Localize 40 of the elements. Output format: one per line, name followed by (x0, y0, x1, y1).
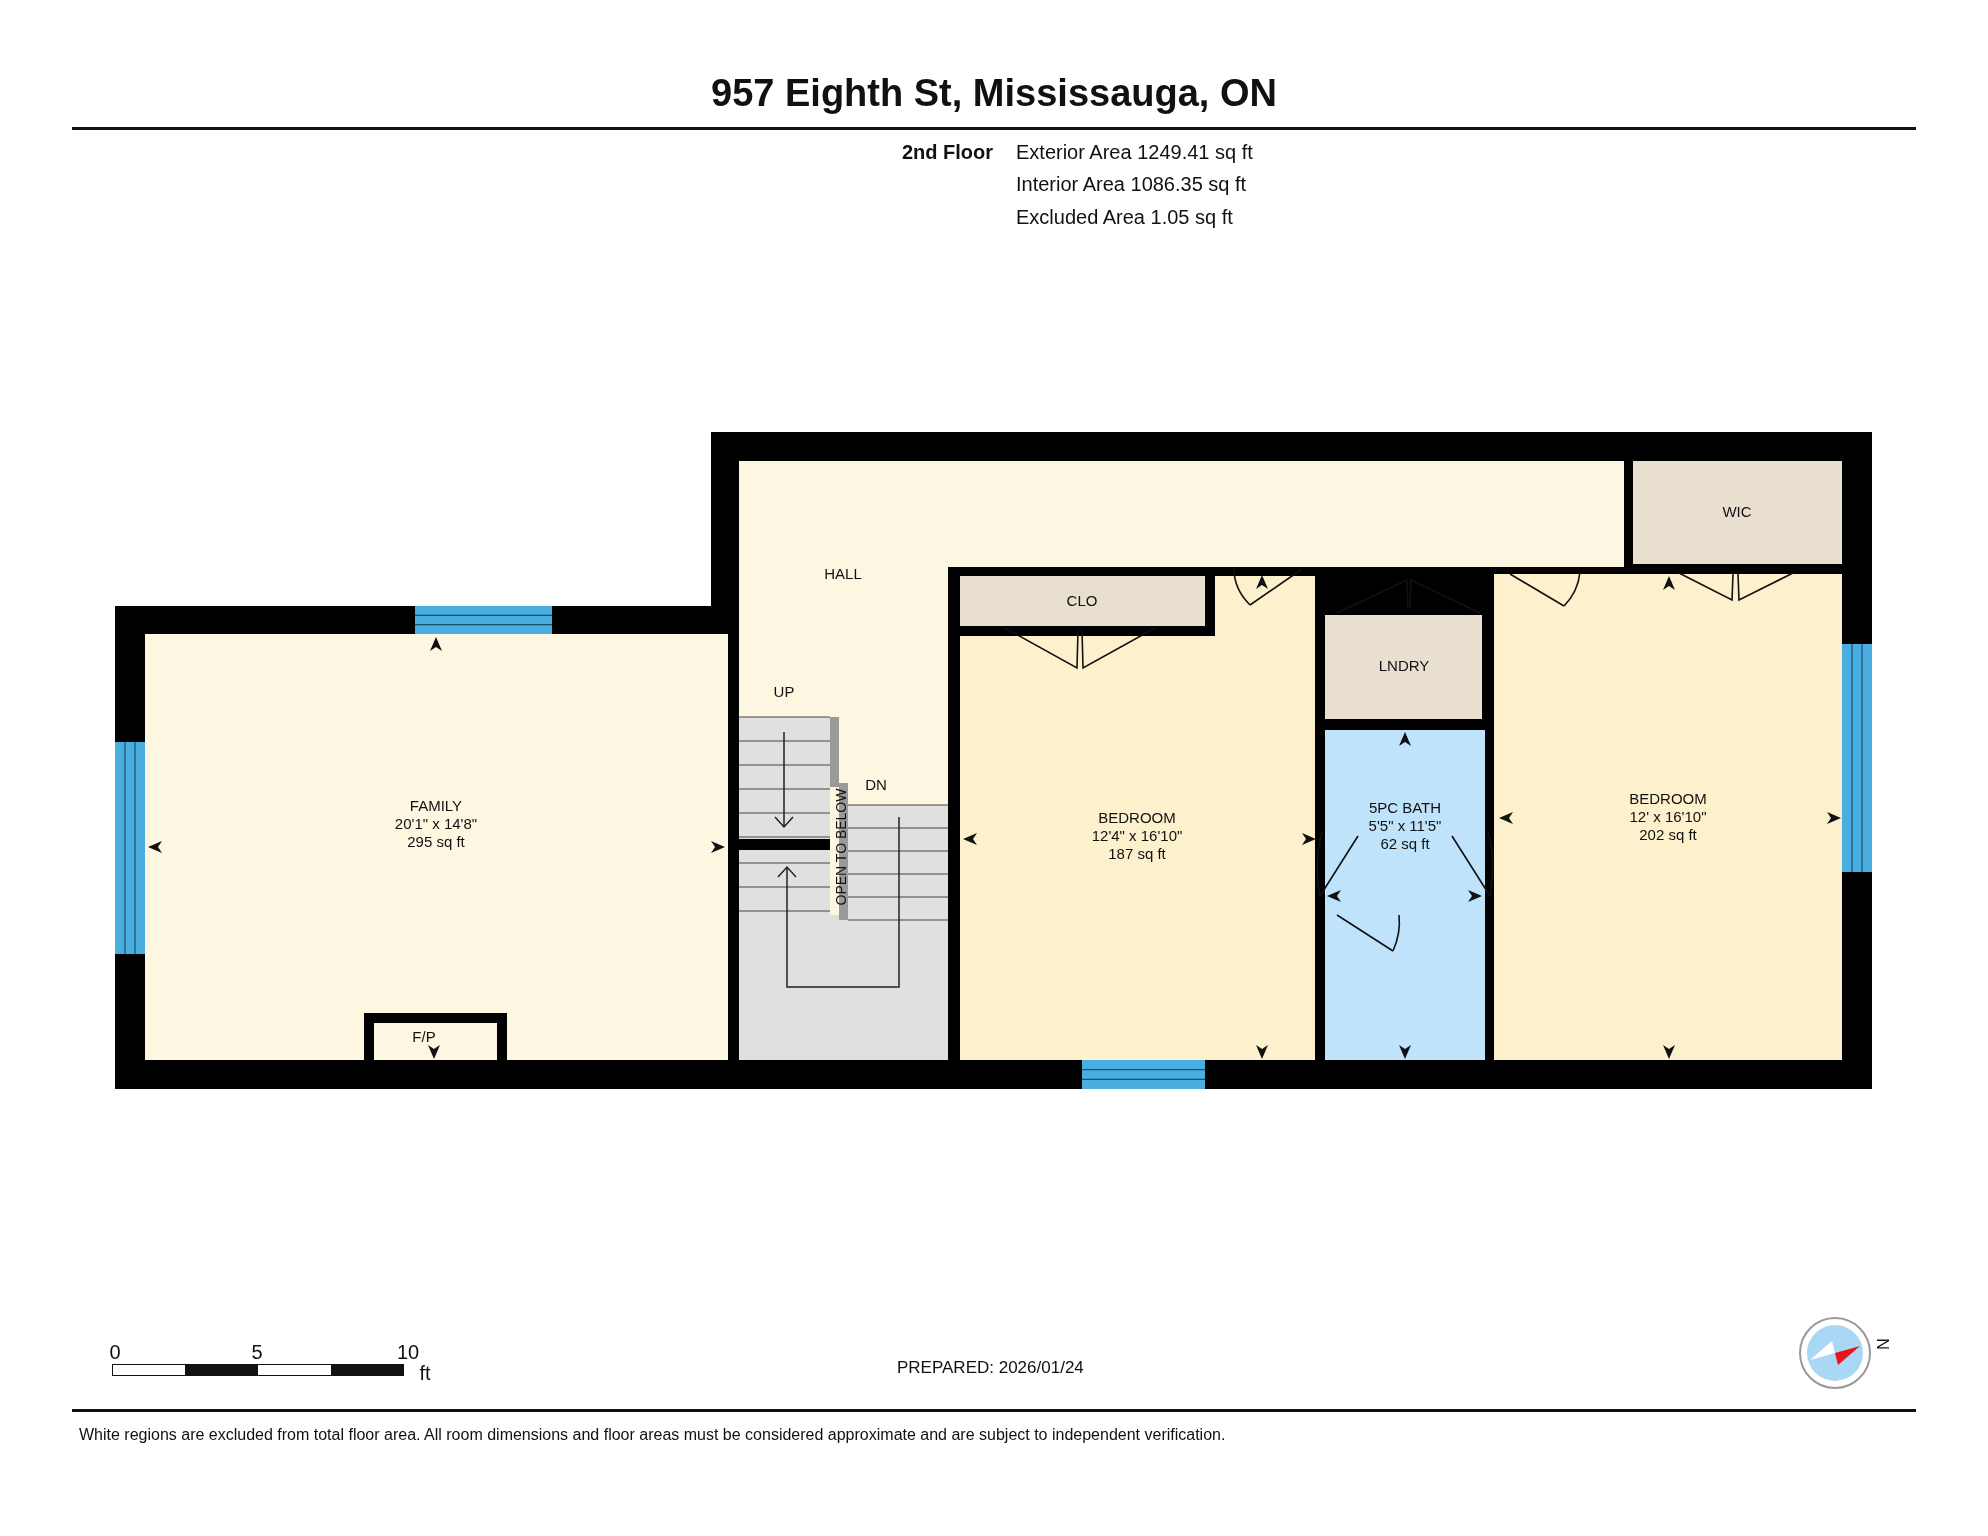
room-floor (1325, 730, 1485, 1060)
area-text: Interior Area 1086.35 sq ft (1016, 172, 1247, 196)
room-name: BEDROOM (1629, 790, 1707, 808)
scale-number: 5 (251, 1340, 263, 1364)
room-floor (960, 576, 1315, 1060)
scale-number: 0 (109, 1340, 121, 1364)
stair-label: DN (865, 776, 887, 794)
room-area: 62 sq ft (1380, 835, 1430, 853)
room-dimensions: 20'1" x 14'8" (394, 815, 478, 833)
room-floor (1633, 461, 1842, 564)
floor-name: 2nd Floor (901, 140, 993, 164)
room-name: LNDRY (1378, 657, 1430, 675)
room-area: 202 sq ft (1639, 826, 1697, 844)
north-label: N (1872, 1338, 1892, 1350)
room-floor (960, 576, 1215, 636)
room-area: 187 sq ft (1108, 845, 1166, 863)
room-name: 5PC BATH (1368, 799, 1442, 817)
room-name: HALL (824, 565, 862, 583)
scale-unit: ft (419, 1361, 431, 1385)
stair-label: OPEN TO BELOW (832, 788, 850, 906)
room-name: WIC (1722, 503, 1752, 521)
title: 957 Eighth St, Mississauga, ON (710, 71, 1278, 116)
room-floor (145, 634, 728, 1060)
room-floor (364, 1013, 507, 1060)
room-dimensions: 12'4" x 16'10" (1091, 827, 1183, 845)
room-floor (1494, 574, 1842, 1060)
room-dimensions: 5'5" x 11'5" (1368, 817, 1442, 835)
prepared-date: PREPARED: 2026/01/24 (897, 1358, 1084, 1379)
room-name: F/P (412, 1028, 436, 1046)
room-floor (1325, 615, 1482, 719)
area-text: Exterior Area 1249.41 sq ft (1016, 140, 1253, 164)
area-text: Excluded Area 1.05 sq ft (1016, 205, 1233, 229)
room-name: FAMILY (409, 797, 463, 815)
stair-label: UP (773, 683, 795, 701)
room-name: CLO (1066, 592, 1098, 610)
room-area: 295 sq ft (407, 833, 465, 851)
room-name: BEDROOM (1098, 809, 1176, 827)
room-dimensions: 12' x 16'10" (1629, 808, 1707, 826)
disclaimer-text: White regions are excluded from total floor area. All room dimensions and floor areas must be considered approximate and are subject to independent verification. (79, 1425, 1226, 1445)
scale-number: 10 (396, 1340, 420, 1364)
